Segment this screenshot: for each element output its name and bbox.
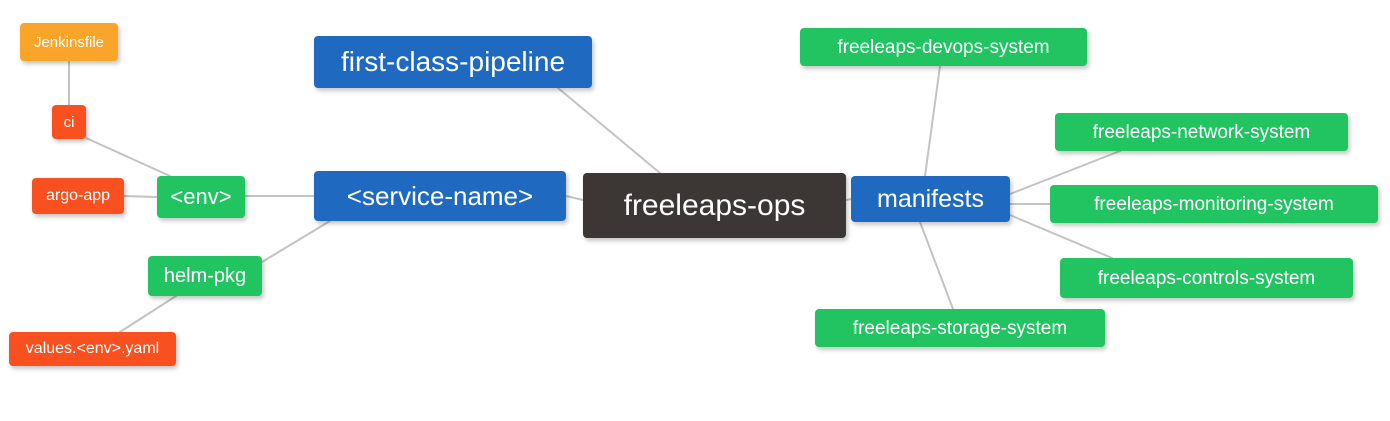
node-values-yaml[interactable]: values.<env>.yaml: [9, 332, 176, 366]
node-storage[interactable]: freeleaps-storage-system: [815, 309, 1105, 347]
node-label-argo-app: argo-app: [45, 187, 111, 204]
node-label-storage: freeleaps-storage-system: [852, 317, 1068, 339]
edge-helm-pkg-to-values-yaml: [119, 295, 177, 333]
node-network[interactable]: freeleaps-network-system: [1055, 113, 1348, 151]
node-label-monitoring: freeleaps-monitoring-system: [1094, 193, 1334, 215]
edge-service-name-to-helm-pkg: [261, 220, 331, 263]
node-argo-app[interactable]: argo-app: [32, 178, 124, 214]
node-label-manifests: manifests: [877, 184, 984, 213]
node-root[interactable]: freeleaps-ops: [583, 173, 846, 238]
node-label-jenkinsfile: Jenkinsfile: [33, 33, 105, 51]
node-monitoring[interactable]: freeleaps-monitoring-system: [1050, 185, 1378, 223]
node-controls[interactable]: freeleaps-controls-system: [1060, 258, 1353, 298]
node-manifests[interactable]: manifests: [851, 176, 1010, 222]
edge-service-name-to-root: [565, 195, 584, 201]
edge-manifests-to-devops: [924, 65, 941, 177]
node-devops[interactable]: freeleaps-devops-system: [800, 28, 1087, 66]
node-helm-pkg[interactable]: helm-pkg: [148, 256, 262, 296]
edge-manifests-to-storage: [919, 221, 954, 310]
node-env[interactable]: <env>: [157, 176, 245, 218]
node-label-helm-pkg: helm-pkg: [163, 265, 247, 287]
node-label-network: freeleaps-network-system: [1092, 121, 1311, 143]
node-label-devops: freeleaps-devops-system: [837, 36, 1050, 58]
edge-argo-app-to-env: [123, 195, 158, 198]
edge-ci-to-env: [85, 137, 171, 177]
node-ci[interactable]: ci: [52, 105, 86, 139]
node-pipeline[interactable]: first-class-pipeline: [314, 36, 592, 88]
node-jenkinsfile[interactable]: Jenkinsfile: [20, 23, 118, 61]
node-label-service-name: <service-name>: [346, 181, 534, 211]
node-label-values-yaml: values.<env>.yaml: [25, 340, 160, 357]
node-label-controls: freeleaps-controls-system: [1097, 267, 1316, 289]
node-label-root: freeleaps-ops: [623, 188, 806, 222]
edge-pipeline-to-root: [557, 87, 661, 174]
node-label-env: <env>: [170, 184, 232, 209]
node-label-pipeline: first-class-pipeline: [340, 46, 566, 77]
node-service-name[interactable]: <service-name>: [314, 171, 566, 221]
node-label-ci: ci: [63, 113, 75, 131]
